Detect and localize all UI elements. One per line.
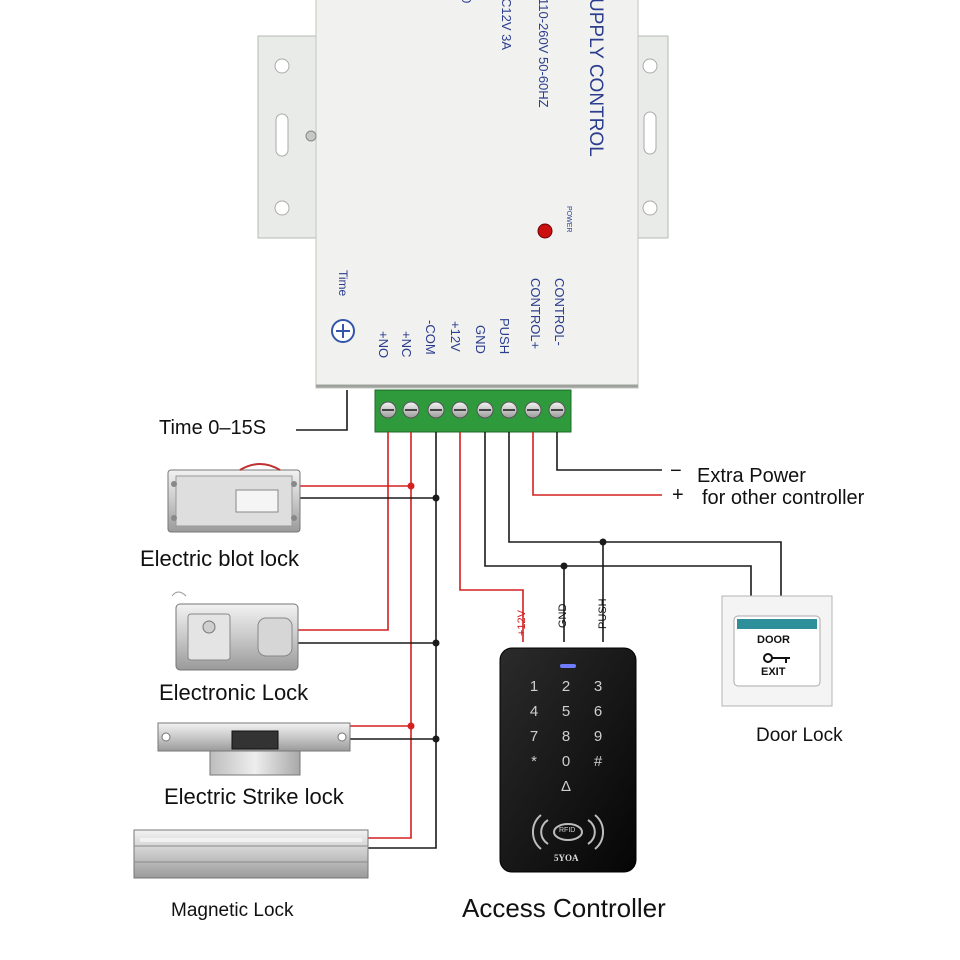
psu-body — [315, 0, 639, 389]
power-supply-unit — [257, 0, 669, 389]
keypad-key: 3 — [593, 678, 603, 695]
key-icon — [763, 653, 790, 663]
exit-button-exit-text: EXIT — [761, 666, 786, 678]
rfid-text: RFID — [559, 827, 576, 834]
power-led-label: POWER — [565, 206, 572, 233]
terminal-label-control-plus: CONTROL+ — [528, 278, 543, 350]
wire-no — [297, 432, 389, 631]
electronic-lock-label: Electronic Lock — [159, 680, 309, 705]
psu-output-fragment: C12V 3A — [499, 0, 514, 51]
electric-bolt-lock-image — [167, 463, 301, 533]
keypad-key: 1 — [529, 678, 539, 695]
wire-tag-push: PUSH — [597, 598, 609, 629]
rfid-symbol-icon — [531, 814, 605, 850]
keypad-key: 6 — [593, 703, 603, 720]
terminal-block — [374, 389, 572, 433]
psu-code-fragment: 0 — [459, 0, 474, 3]
extra-power-label: Extra Power — [697, 465, 806, 487]
wire-tag-gnd: GND — [557, 603, 569, 628]
keypad-key: 2 — [561, 678, 571, 695]
access-controller-label: Access Controller — [462, 893, 666, 923]
psu-title-fragment: UPPLY CONTROL — [585, 0, 606, 157]
keypad-key: 9 — [593, 728, 603, 745]
time-leader-line — [296, 390, 348, 431]
terminal-label-nc: +NC — [399, 331, 414, 358]
wire-nc — [368, 432, 412, 839]
extra-power-plus-sign: + — [672, 484, 684, 506]
time-range-label: Time 0–15S — [159, 417, 267, 439]
door-exit-button — [721, 595, 833, 707]
wire-push — [508, 432, 782, 596]
terminal-label-gnd: GND — [473, 325, 488, 354]
wire-com — [368, 432, 437, 849]
electronic-lock-image — [171, 591, 299, 671]
magnetic-lock-image — [133, 829, 369, 879]
terminal-label-push: PUSH — [497, 318, 512, 355]
wire-tag-12v: +12V — [516, 610, 528, 636]
terminal-label-control-minus: CONTROL- — [552, 278, 567, 346]
strike-lock-label: Electric Strike lock — [164, 784, 344, 809]
wire-gnd — [484, 432, 752, 596]
keypad-key: # — [593, 753, 603, 770]
keypad-key: 8 — [561, 728, 571, 745]
power-led — [537, 223, 553, 239]
wire-control-minus — [556, 432, 662, 471]
electric-strike-lock-image — [157, 722, 351, 776]
keypad-key: 7 — [529, 728, 539, 745]
brand-logo-text: 5YOA — [554, 853, 579, 863]
wires — [296, 390, 782, 849]
keypad-keys: 1 2 3 4 5 6 7 8 9 * 0 # Δ — [518, 678, 618, 795]
time-knob-label: Time — [336, 270, 350, 297]
screw-terminals — [379, 401, 566, 419]
keypad-key: 5 — [561, 703, 571, 720]
keypad-key: 0 — [561, 753, 571, 770]
wire-12v — [459, 432, 524, 642]
bolt-lock-label: Electric blot lock — [140, 546, 299, 571]
terminal-label-no: +NO — [376, 331, 391, 359]
keypad-key: 4 — [529, 703, 539, 720]
extra-power-minus-sign: − — [670, 460, 682, 482]
terminal-label-12v: +12V — [448, 321, 463, 352]
access-controller-keypad — [499, 647, 637, 873]
exit-button-door-text: DOOR — [757, 634, 790, 646]
terminal-label-com: -COM — [423, 320, 438, 355]
time-knob-icon — [331, 319, 355, 343]
door-lock-label: Door Lock — [756, 725, 843, 746]
magnetic-lock-label: Magnetic Lock — [171, 900, 294, 921]
psu-spec-fragment: 110-260V 50-60HZ — [536, 0, 551, 108]
keypad-key: * — [531, 753, 537, 770]
other-controller-label: for other controller — [702, 487, 865, 509]
wire-control-plus — [532, 432, 662, 496]
bell-icon: Δ — [560, 778, 572, 795]
